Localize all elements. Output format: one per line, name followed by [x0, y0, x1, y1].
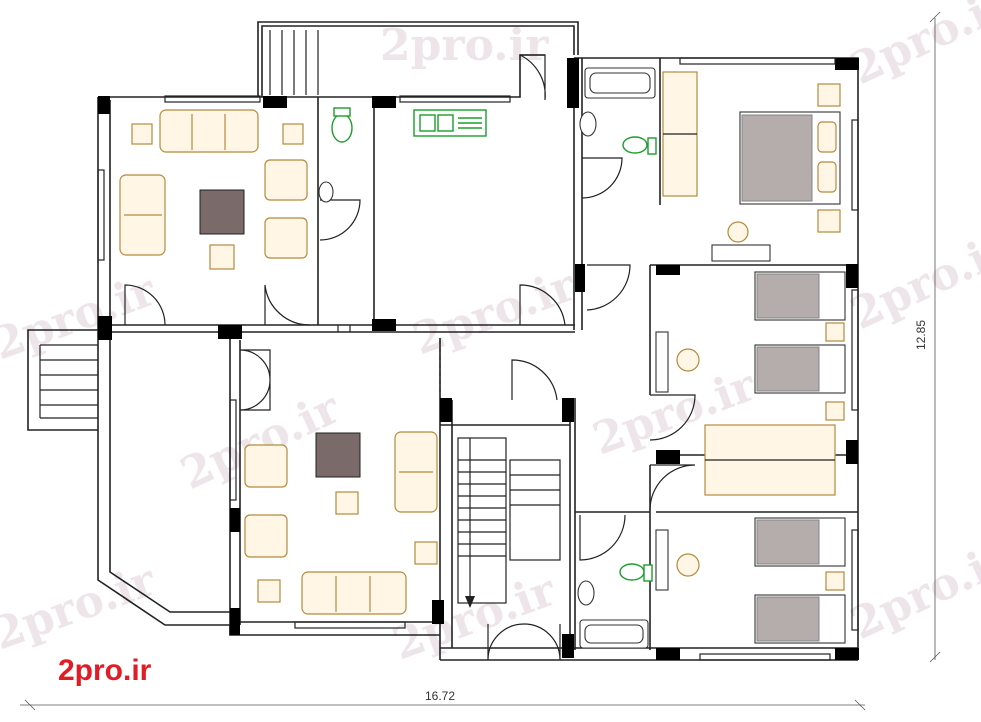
width-dimension-label: 16.72: [425, 689, 455, 703]
watermark: 2pro.ir: [843, 532, 981, 650]
structural-columns: [98, 58, 859, 660]
bedroom-lower-right-furniture: [655, 517, 846, 644]
coffee-table-lower: [315, 432, 361, 478]
coffee-table: [199, 189, 245, 235]
watermark: 2pro.ir: [843, 0, 981, 95]
watermark: 2pro.ir: [386, 565, 562, 671]
watermark: 2pro.ir: [843, 222, 981, 340]
entrance-steps-top: [269, 30, 319, 95]
dimension-height: 12.85: [914, 11, 941, 663]
entrance-steps-left: [27, 329, 98, 431]
height-dimension-label: 12.85: [914, 320, 928, 350]
master-bathroom-fixtures: [579, 67, 657, 155]
bedroom-upper-right-furniture: [655, 271, 846, 421]
living-room-upper-furniture: [119, 109, 308, 270]
watermark: 2pro.ir: [0, 265, 163, 371]
windows: [97, 57, 859, 661]
main-staircase: [457, 437, 561, 608]
watermark: 2pro.ir: [380, 20, 549, 71]
master-bedroom-furniture: [662, 71, 841, 262]
dimension-width: 16.72: [20, 689, 866, 711]
lower-bathroom-fixtures: [577, 563, 653, 649]
site-logo: 2pro.ir: [58, 654, 152, 687]
kitchen-sink: [413, 109, 487, 137]
wc-upper: [318, 107, 353, 203]
wardrobe-central: [704, 424, 836, 496]
watermark: 2pro.ir: [406, 260, 582, 366]
living-room-lower-furniture: [244, 431, 438, 615]
doors: [124, 54, 696, 661]
